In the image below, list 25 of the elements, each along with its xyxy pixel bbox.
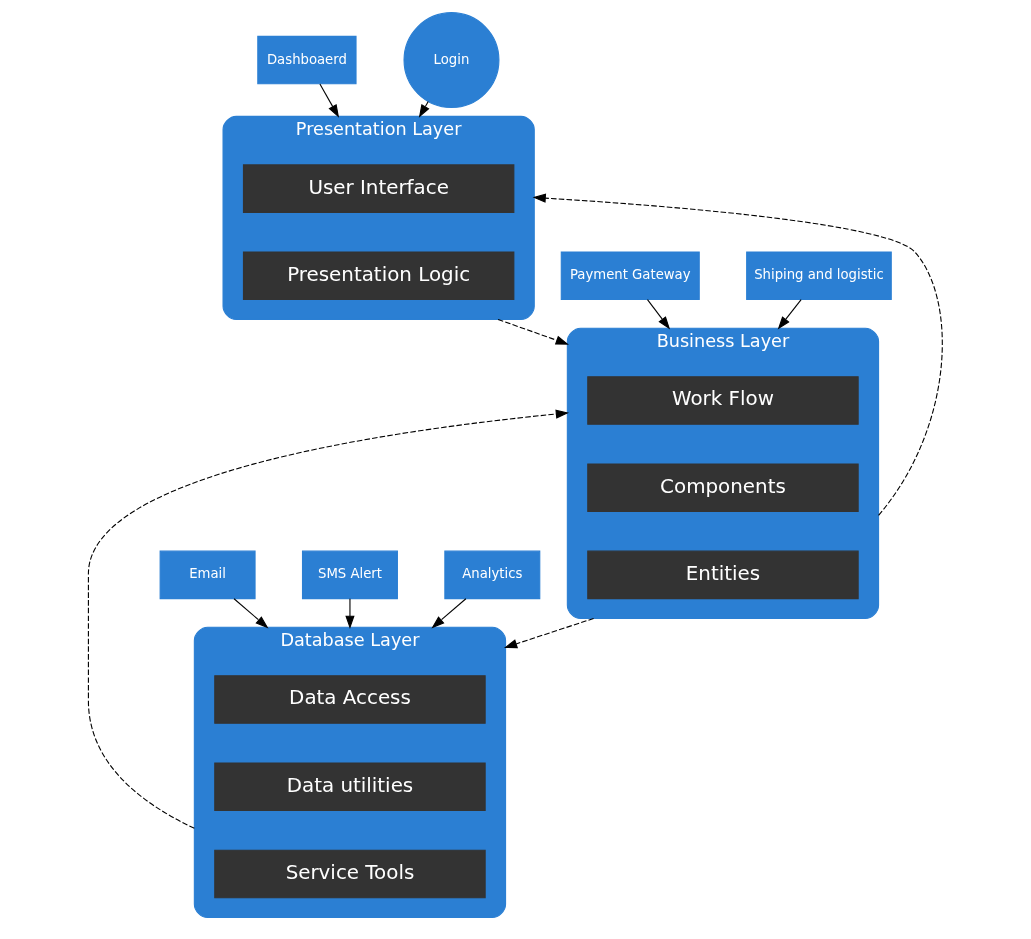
arrow — [418, 100, 430, 118]
arrow — [503, 617, 595, 649]
arrow — [345, 598, 355, 629]
node-box: SMS Alert — [301, 550, 398, 600]
arrow — [233, 598, 269, 629]
node-box: Email — [159, 550, 256, 600]
node-box: Data utilities — [214, 762, 486, 812]
node-box: Entities — [587, 550, 859, 600]
node-box: Data Access — [214, 675, 486, 724]
arrow — [777, 299, 802, 330]
node-box: Analytics — [444, 550, 541, 600]
node-box: Dashboaerd — [257, 35, 357, 85]
arrow — [431, 598, 467, 629]
node-box: Shiping and logistic — [746, 251, 892, 301]
arrow — [319, 83, 340, 118]
arrow — [532, 193, 943, 516]
node-box: Presentation Logic — [242, 251, 515, 301]
node-box: User Interface — [242, 164, 515, 213]
node-box: Work Flow — [587, 376, 859, 425]
arrow — [87, 409, 569, 829]
node-box: Service Tools — [214, 849, 486, 899]
node-box: Payment Gateway — [560, 251, 700, 301]
arrow — [497, 318, 569, 345]
node-box: Components — [587, 463, 859, 512]
arrow — [646, 299, 671, 330]
